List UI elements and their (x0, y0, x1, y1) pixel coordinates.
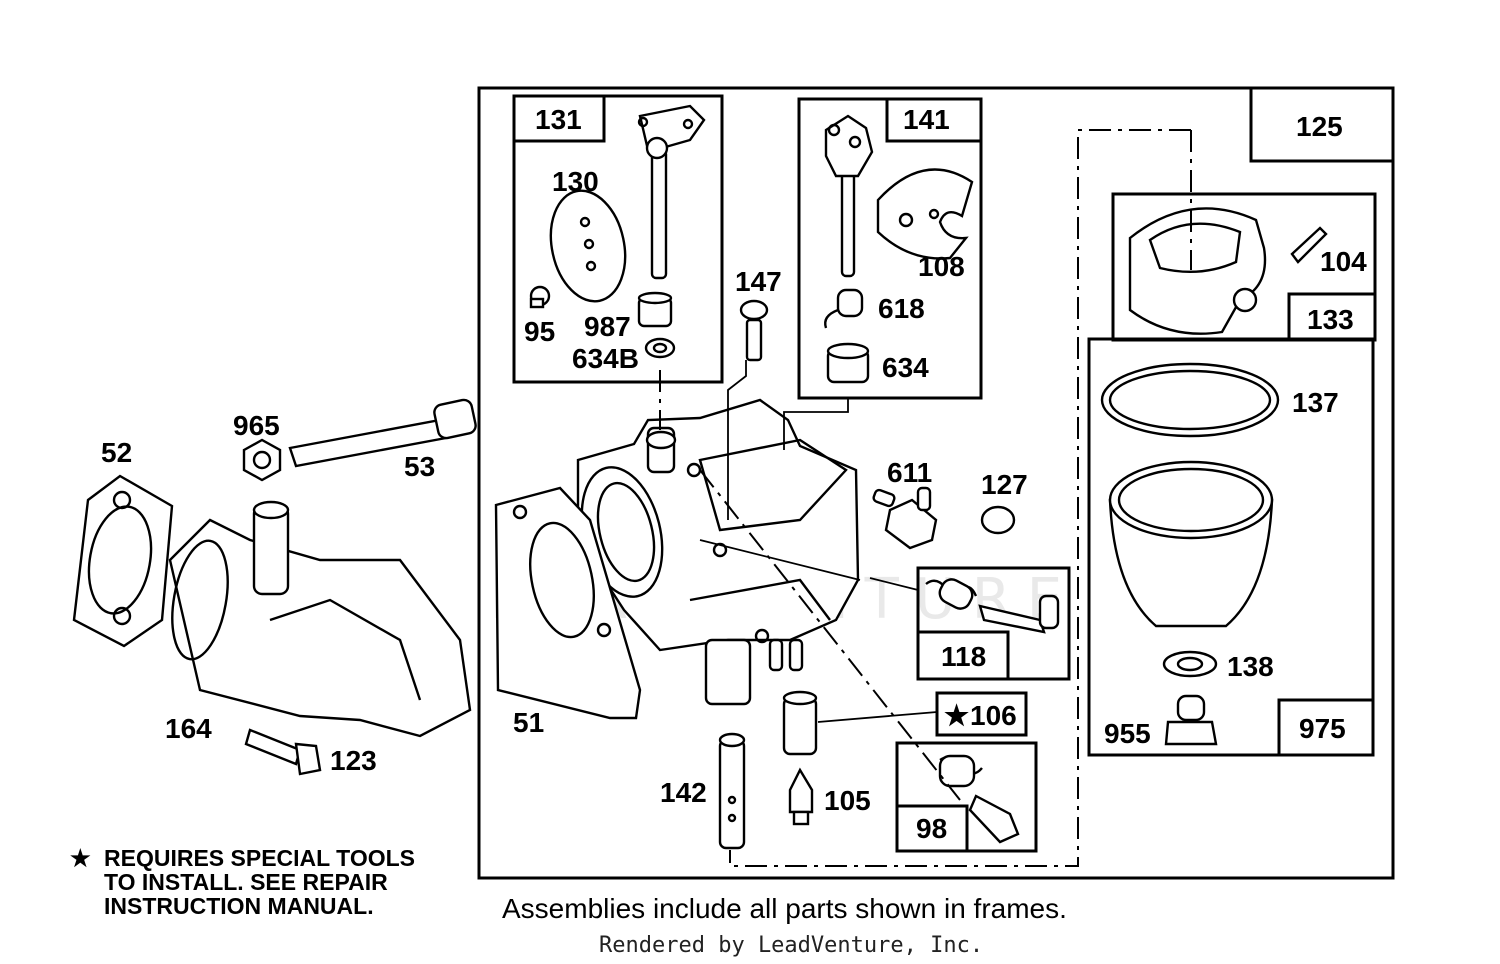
label-611: 611 (887, 457, 932, 488)
note-line-3: INSTRUCTION MANUAL. (104, 893, 374, 919)
label-105: 105 (824, 785, 871, 816)
label-975: 975 (1299, 713, 1346, 744)
part-51-gasket[interactable] (494, 486, 642, 720)
label-634b: 634B (572, 343, 639, 374)
part-164-intake-elbow[interactable] (164, 500, 472, 738)
part-127-cap[interactable] (980, 505, 1016, 535)
note-line-2: TO INSTALL. SEE REPAIR (104, 869, 388, 895)
note-star-icon: ★ (70, 845, 91, 871)
label-137: 137 (1292, 387, 1339, 418)
label-52: 52 (101, 437, 132, 468)
label-965: 965 (233, 410, 280, 441)
label-987: 987 (584, 311, 631, 342)
label-142: 142 (660, 777, 707, 808)
label-955: 955 (1104, 718, 1151, 749)
carburetor-body[interactable] (569, 398, 860, 706)
part-52-gasket[interactable] (72, 474, 174, 648)
label-133: 133 (1307, 304, 1354, 335)
label-118: 118 (941, 641, 986, 672)
main-assembly-frame (477, 86, 1395, 880)
label-125: 125 (1296, 111, 1343, 142)
frame-133[interactable] (1111, 192, 1377, 342)
label-98: 98 (916, 813, 947, 844)
label-106-star: ★ (944, 700, 969, 731)
part-106-jet[interactable] (782, 690, 818, 756)
part-611-elbow[interactable] (872, 486, 938, 550)
part-105-needle[interactable] (788, 767, 814, 826)
frame-118[interactable] (916, 566, 1071, 681)
label-131: 131 (535, 104, 582, 135)
frame-975[interactable] (1087, 337, 1375, 757)
label-634: 634 (882, 352, 929, 383)
label-51: 51 (513, 707, 544, 738)
label-53: 53 (404, 451, 435, 482)
label-108: 108 (918, 251, 965, 282)
label-95: 95 (524, 316, 555, 347)
assembly-lines (659, 129, 1192, 867)
label-164: 164 (165, 713, 212, 744)
part-147-screw[interactable] (739, 299, 769, 362)
frame-131[interactable] (512, 94, 724, 384)
part-53-stud[interactable] (288, 398, 477, 468)
frame-98[interactable] (895, 741, 1038, 853)
label-104: 104 (1320, 246, 1367, 277)
frame-125[interactable] (1249, 86, 1395, 163)
label-141: 141 (903, 104, 950, 135)
note-line-1: REQUIRES SPECIAL TOOLS (104, 845, 415, 871)
part-965-nut[interactable] (242, 438, 282, 482)
frame-106[interactable] (935, 691, 1028, 737)
rendered-by-credit: Rendered by LeadVenture, Inc. (599, 933, 983, 958)
frames-caption: Assemblies include all parts shown in fr… (502, 893, 1067, 924)
frame-141[interactable] (797, 97, 983, 400)
label-138: 138 (1227, 651, 1274, 682)
label-127: 127 (981, 469, 1028, 500)
label-147: 147 (735, 266, 782, 297)
label-106: 106 (970, 700, 1017, 731)
label-618: 618 (878, 293, 925, 324)
label-130: 130 (552, 166, 599, 197)
part-123-screw[interactable] (244, 728, 322, 776)
part-142-emulsion-tube[interactable] (718, 732, 746, 850)
label-123: 123 (330, 745, 377, 776)
